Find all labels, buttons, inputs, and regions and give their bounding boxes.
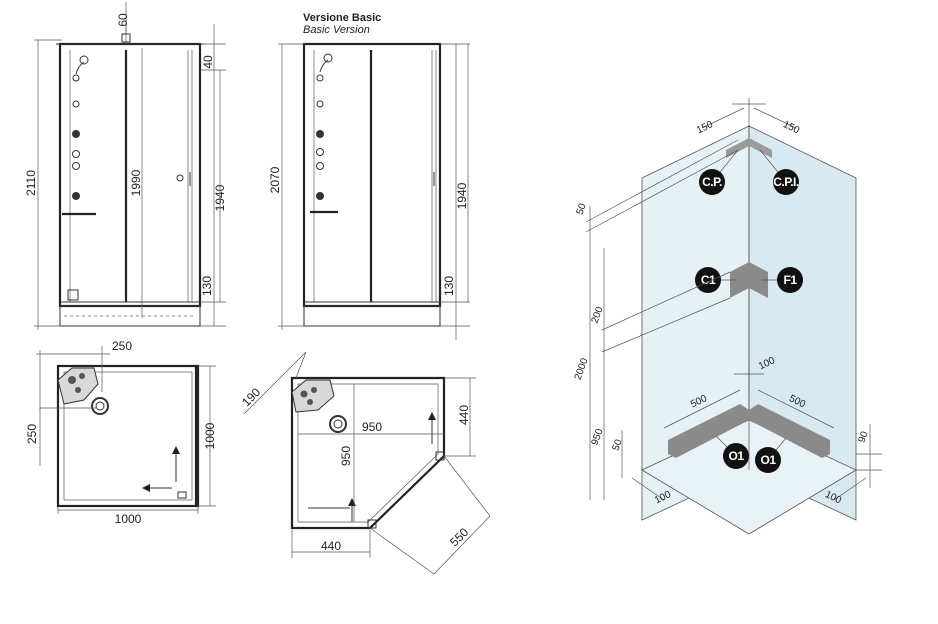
badge-cp <box>699 169 725 195</box>
badge-c1 <box>695 267 721 293</box>
dim-550: 550 <box>447 525 471 549</box>
dim-250-side: 250 <box>25 424 39 444</box>
badge-o1-right-label: O1 <box>760 453 776 467</box>
dim-1000-depth: 1000 <box>203 422 217 449</box>
dim-2070: 2070 <box>268 166 282 193</box>
badge-o1-left <box>723 443 749 469</box>
badge-cpi-label: C.P.I. <box>773 175 799 189</box>
badge-cpi <box>773 169 799 195</box>
shower-column-left <box>62 55 96 301</box>
badge-f1-label: F1 <box>783 273 797 287</box>
badge-cp-label: C.P. <box>702 175 722 189</box>
dim-iso-50-low: 50 <box>611 438 625 453</box>
front-view-left: 60 2110 1990 40 1940 130 <box>24 2 227 330</box>
dim-iso-150-left: 150 <box>695 119 715 136</box>
dim-950-width: 950 <box>362 420 382 434</box>
badge-f1 <box>777 267 803 293</box>
dim-1000-width: 1000 <box>115 512 142 526</box>
isometric-corner-view: C.P. C.P.I. C1 F1 O1 O1 150 150 50 200 2… <box>573 98 882 535</box>
dim-130-left: 130 <box>200 276 214 296</box>
dim-40: 40 <box>201 55 215 69</box>
dim-iso-50-top: 50 <box>575 202 589 217</box>
plan-view-right: 190 950 950 440 440 550 <box>239 351 491 575</box>
badge-o1-right <box>755 447 781 473</box>
badge-c1-label: C1 <box>701 273 716 287</box>
dim-190: 190 <box>239 385 263 409</box>
plan-view-left: 250 250 1000 1000 <box>25 339 217 526</box>
dim-130-right: 130 <box>442 276 456 296</box>
title-basic-en: Basic Version <box>303 24 370 36</box>
dim-2110: 2110 <box>24 170 38 196</box>
badge-o1-left-label: O1 <box>728 449 744 463</box>
dim-250-top: 250 <box>112 339 132 353</box>
dim-1940-right: 1940 <box>455 182 469 209</box>
title-basic-it: Versione Basic <box>303 12 381 24</box>
dim-60: 60 <box>116 13 130 27</box>
shower-column-right <box>310 53 338 214</box>
dim-iso-200: 200 <box>590 305 606 325</box>
dim-iso-90: 90 <box>857 430 871 445</box>
front-view-right: Versione Basic Basic Version 2070 <box>268 12 470 340</box>
dim-950-depth: 950 <box>339 446 353 466</box>
dim-1990: 1990 <box>129 169 143 196</box>
dim-iso-950: 950 <box>590 427 606 447</box>
dim-440-bottom: 440 <box>321 539 341 553</box>
dim-iso-2000: 2000 <box>573 356 591 381</box>
dim-iso-150-right: 150 <box>781 119 801 136</box>
dim-440-side: 440 <box>457 405 471 425</box>
